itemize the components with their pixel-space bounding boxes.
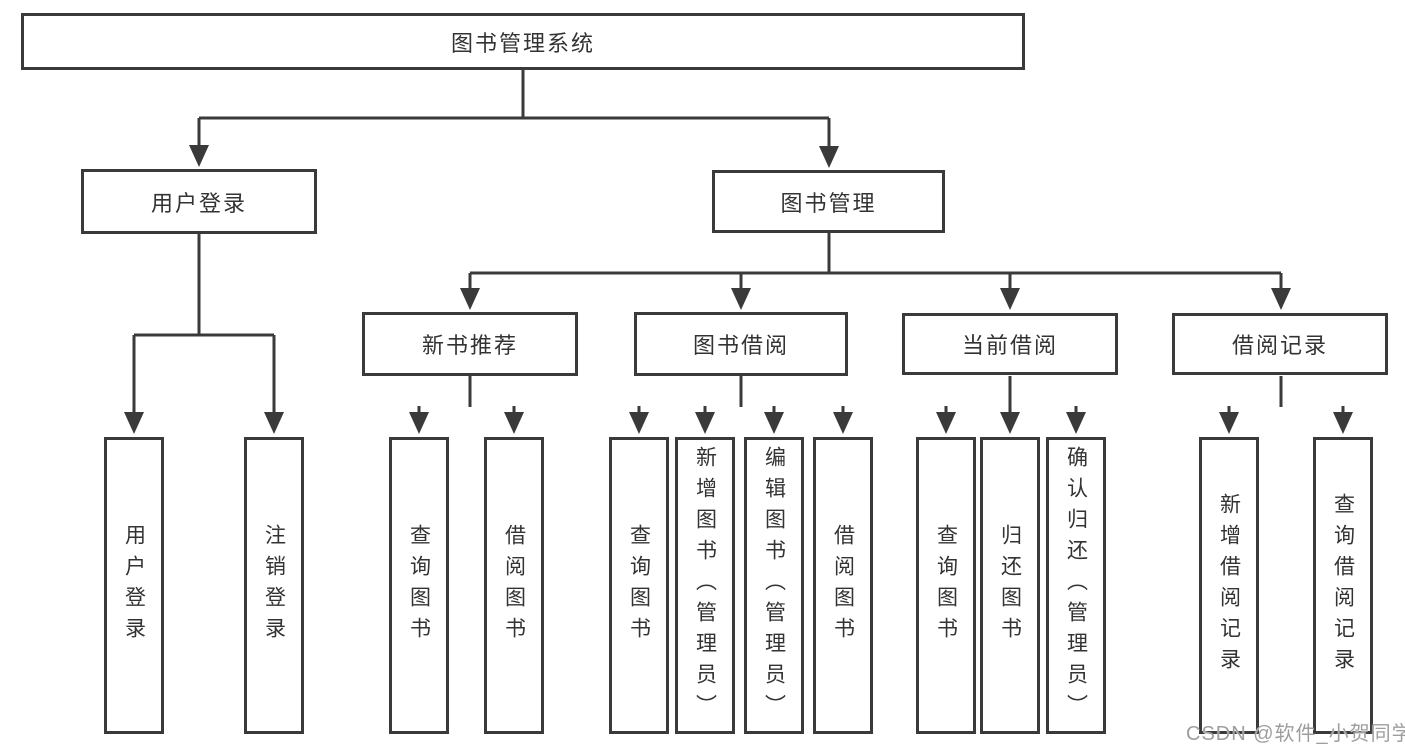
node-label: 借阅图书 [831,523,855,648]
arrow-down-icon [1219,412,1239,434]
arrow-down-icon [629,412,649,434]
leaf-rec-borrow-books: 借阅图书 [484,437,544,734]
arrow-down-icon [695,412,715,434]
node-label: 当前借阅 [961,333,1058,358]
arrowheads [124,145,1353,434]
node-label: 借阅记录 [1231,333,1328,358]
arrow-down-icon [460,288,480,310]
leaf-logout: 注销登录 [244,437,304,734]
arrow-down-icon [833,412,853,434]
node-label: 查询图书 [934,523,958,648]
node-new-book-recommend: 新书推荐 [362,312,578,376]
node-label: 查询借阅记录 [1331,492,1355,679]
connector-lines [132,68,1345,417]
leaf-cb-query-books: 查询图书 [916,437,976,734]
node-label: 确认归还（管理员） [1064,446,1088,725]
arrow-down-icon [264,412,284,434]
arrow-down-icon [504,412,524,434]
leaf-bb-query-books: 查询图书 [609,437,669,734]
node-user-login: 用户登录 [81,169,317,234]
node-label: 新书推荐 [421,333,518,358]
arrow-down-icon [409,412,429,434]
arrow-down-icon [189,145,209,167]
arrow-down-icon [1000,288,1020,310]
node-label: 新增图书（管理员） [693,446,717,725]
arrow-down-icon [1000,412,1020,434]
arrow-down-icon [1066,412,1086,434]
watermark: CSDN @软件_小贺同学 [1186,723,1405,745]
node-label: 新增借阅记录 [1217,492,1241,679]
leaf-bb-add-books: 新增图书（管理员） [675,437,735,734]
node-label: 用户登录 [122,523,146,648]
node-root: 图书管理系统 [21,13,1025,70]
node-label: 图书借阅 [692,333,789,358]
arrow-down-icon [731,288,751,310]
arrow-down-icon [936,412,956,434]
node-current-borrow: 当前借阅 [902,313,1118,375]
arrow-down-icon [819,146,839,168]
arrow-down-icon [764,412,784,434]
node-book-management: 图书管理 [712,170,945,233]
arrow-down-icon [1333,412,1353,434]
node-book-borrow: 图书借阅 [634,312,848,376]
arrow-down-icon [124,412,144,434]
leaf-cb-return-books: 归还图书 [980,437,1040,734]
node-label: 图书管理 [780,190,877,216]
leaf-bb-borrow-books: 借阅图书 [813,437,873,734]
arrow-down-icon [1271,288,1291,310]
leaf-rec-query-books: 查询图书 [389,437,449,734]
node-label: 借阅图书 [502,523,526,648]
leaf-cb-confirm-return: 确认归还（管理员） [1046,437,1106,734]
leaf-br-query-record: 查询借阅记录 [1313,437,1373,734]
node-borrow-records: 借阅记录 [1172,313,1388,375]
node-label: 图书管理系统 [450,30,595,56]
node-label: 编辑图书（管理员） [762,446,786,725]
leaf-bb-edit-books: 编辑图书（管理员） [744,437,804,734]
node-label: 查询图书 [627,523,651,648]
node-label: 归还图书 [998,523,1022,648]
node-label: 查询图书 [407,523,431,648]
node-label: 用户登录 [150,190,247,216]
leaf-br-add-record: 新增借阅记录 [1199,437,1259,734]
node-label: 注销登录 [262,523,286,648]
leaf-user-login: 用户登录 [104,437,164,734]
